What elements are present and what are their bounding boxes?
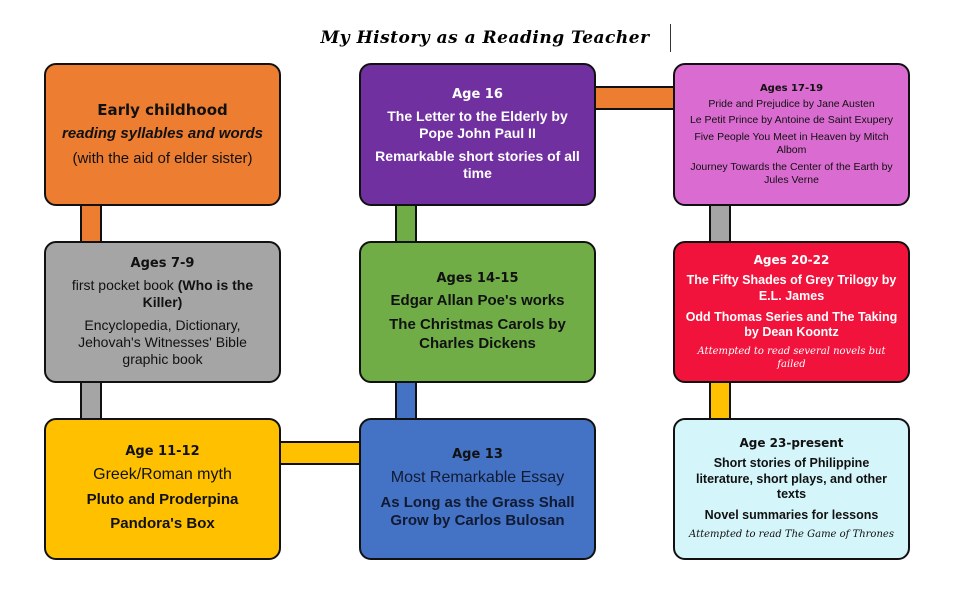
- box-line: Journey Towards the Center of the Earth …: [690, 160, 893, 186]
- box-line: Five People You Meet in Heaven by Mitch …: [694, 131, 889, 156]
- connector-early-to-7-9: [80, 204, 102, 244]
- box-header: Early childhood: [97, 101, 228, 120]
- box-age-11-12: Age 11-12 Greek/Roman myth Pluto and Pro…: [44, 418, 281, 560]
- box-line: The Letter to the Elderly by Pope John P…: [387, 107, 568, 141]
- box-age-16: Age 16 The Letter to the Elderly by Pope…: [359, 63, 596, 206]
- box-header: Age 23-present: [739, 436, 844, 451]
- box-line: Le Petit Prince by Antoine de Saint Exup…: [689, 114, 894, 127]
- box-early-childhood: Early childhood reading syllables and wo…: [44, 63, 281, 206]
- box-line: The Fifty Shades of Grey Trilogy by E.L.…: [686, 273, 897, 303]
- box-line: Greek/Roman myth: [93, 466, 232, 484]
- connector-16-to-17-19: [593, 86, 675, 110]
- box-line: Encyclopedia, Dictionary, Jehovah's Witn…: [78, 316, 247, 368]
- box-ages-20-22: Ages 20-22 The Fifty Shades of Grey Tril…: [673, 241, 910, 383]
- connector-20-22-to-23: [709, 381, 731, 421]
- connector-13-to-14-15: [395, 381, 417, 421]
- box-ages-7-9: Ages 7-9 first pocket book (Who is the K…: [44, 241, 281, 383]
- box-line: Odd Thomas Series and The Taking by Dean…: [685, 309, 898, 340]
- box-header: Age 13: [452, 447, 503, 463]
- box-line: reading syllables and words: [62, 125, 263, 143]
- box-line: Novel summaries for lessons: [704, 508, 879, 523]
- box-line-plain: first pocket book: [71, 276, 178, 293]
- box-line: Edgar Allan Poe's works: [390, 292, 565, 310]
- box-line: first pocket book (Who is the Killer): [56, 277, 269, 311]
- box-header: Ages 14-15: [436, 271, 519, 287]
- box-line: Most Remarkable Essay: [390, 469, 565, 487]
- connector-14-15-to-16: [395, 204, 417, 244]
- box-note: Attempted to read The Game of Thrones: [689, 529, 894, 541]
- connector-17-19-to-20-22: [709, 204, 731, 244]
- box-ages-14-15: Ages 14-15 Edgar Allan Poe's works The C…: [359, 241, 596, 383]
- box-note: Attempted to read several novels but fai…: [697, 346, 886, 370]
- box-line: Pluto and Proderpina: [86, 490, 239, 508]
- box-line: As Long as the Grass Shall Grow by Carlo…: [380, 493, 575, 530]
- box-age-23-present: Age 23-present Short stories of Philippi…: [673, 418, 910, 560]
- box-header: Ages 17-19: [759, 82, 824, 94]
- connector-11-12-to-13: [278, 441, 362, 465]
- box-header: Ages 7-9: [130, 255, 195, 271]
- box-header: Ages 20-22: [753, 253, 830, 268]
- page-title: My History as a Reading Teacher: [300, 24, 671, 52]
- box-line: Pandora's Box: [110, 515, 215, 533]
- box-ages-17-19: Ages 17-19 Pride and Prejudice by Jane A…: [673, 63, 910, 206]
- connector-7-9-to-11-12: [80, 381, 102, 421]
- box-line: Pride and Prejudice by Jane Austen: [708, 97, 875, 110]
- box-line: The Christmas Carols by Charles Dickens: [389, 316, 566, 352]
- box-header: Age 16: [452, 86, 503, 102]
- box-header: Age 11-12: [125, 444, 200, 460]
- box-line: (with the aid of elder sister): [72, 149, 253, 167]
- box-line: Remarkable short stories of all time: [375, 148, 580, 182]
- box-age-13: Age 13 Most Remarkable Essay As Long as …: [359, 418, 596, 560]
- box-line-bold: (Who is the Killer): [142, 276, 254, 310]
- box-line: Short stories of Philippine literature, …: [695, 456, 887, 501]
